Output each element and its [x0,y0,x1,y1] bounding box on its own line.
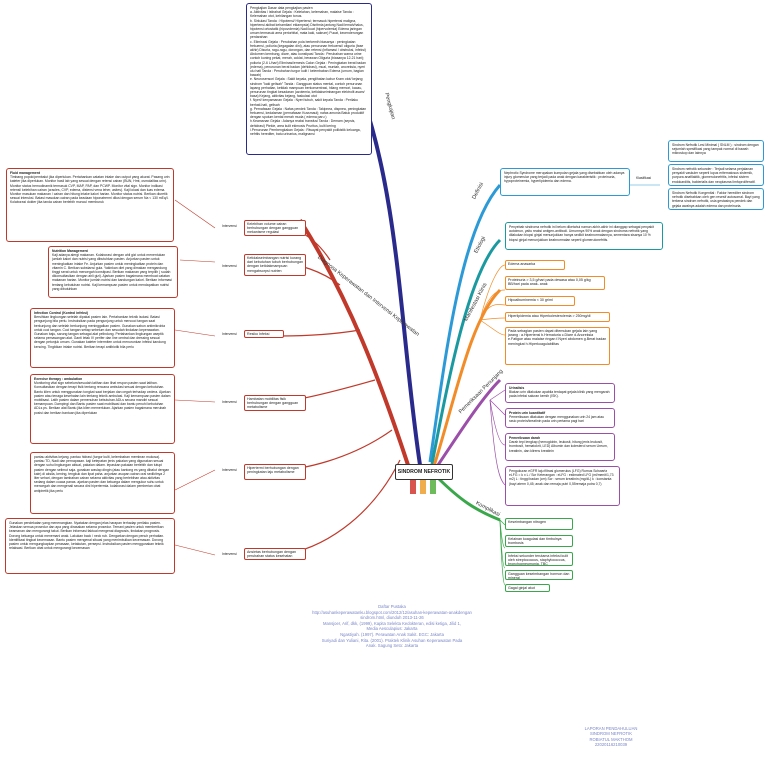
reference-line: Media Aesculapius: Jakarta [366,626,418,632]
branch-line-manifestasi [432,288,502,467]
credit-line: 22020116210039 [594,742,628,748]
diagnosa-label: Hambatan mobilitas fisik berhubungan den… [244,395,306,411]
etiologi-text: Penyebab sindroma nefrotik ini belum dik… [509,225,654,242]
manifestasi-item: Hipoalbuminemia < 30 gr/ml [505,296,575,306]
komplikasi-item: Keseimbangan nitrogen [505,518,573,530]
branch-line-etiologi [430,238,502,465]
pemeriksaan-connectors [489,389,506,486]
references-title: Daftar Pustaka [378,604,406,609]
intervensi-box-fluid: Fluid management Timbang popok/pembalut … [6,168,174,242]
center-stripe [430,478,436,494]
klasifikasi-label: Klasifikasi [636,176,652,180]
intervensi-box-infection: Infection Control (Kontrol infeksi) Bers… [30,308,175,368]
center-stripe [420,478,426,494]
manifestasi-item: Pada sebagian pasien dapat ditemukan gej… [505,327,610,365]
pengkajian-box: Pengkajian Dasar data pengkajian pasien … [246,3,372,155]
pengkajian-line: i.Penurunan Pembengkakan Gejala : Riwaya… [250,127,361,137]
intervensi-label: Intervensi [222,552,237,556]
intervensi-label: Intervensi [222,332,237,336]
intervensi-connectors [174,199,216,556]
pengkajian-line: h.Keamanan Gejala : Adanya reaksi transf… [250,119,356,128]
branch-line-komplikasi [434,474,501,522]
komplikasi-item: Kelainan koagulasi dan timbulnya trombos… [505,535,573,547]
pengkajian-line: g. Pernafasan Gejala : Nafas pendek Tand… [250,106,367,120]
manifestasi-item: Hiperlipidemia atau Hiperkolesterolemia … [505,312,610,322]
komplikasi-item: Gangguan keseimbangan hormon dan mineral [505,570,573,580]
komplikasi-item: Gagal ginjal akut [505,584,550,592]
komplikasi-connectors [499,519,506,586]
center-node[interactable]: SINDROM NEFROTIK [395,464,453,480]
credit-line: SINDROM NEFROTIK [589,731,633,737]
klasifikasi-item: Sindrom nefrotik sekunder : Terjadi sela… [668,164,764,186]
intervensi-box-hipertermi: pantau aktivitas kejang. pantau hidrasi … [30,452,175,514]
komplikasi-item: Infeksi sekunder terutama infeksi kulit … [505,552,573,566]
reference-line[interactable]: http://asuhankeperawatanku.blogspot.com/… [312,609,472,615]
intervensi-label: Intervensi [222,224,237,228]
intervensi-label: Intervensi [222,264,237,268]
pemeriksaan-item: Protein urin kuantitatif Pemeriksaan dil… [505,408,615,428]
center-stripe [410,478,416,494]
reference-line: Suriyadi dan Yuliani, Rita. (2001). Prak… [321,637,463,643]
intervensi-label: Intervensi [222,400,237,404]
manifestasi-connectors [479,264,506,336]
branch-line-diagnosa [298,218,410,466]
intervensi-box-ansietas: Gunakan pendekatan yang menenangkan. Nya… [5,518,175,574]
pengkajian-line: b. Sirkulasi Tanda : Hipotensi/ Hiperten… [250,18,364,40]
definisi-box: Nephrotic Syndrome merupakan kumpulan ge… [500,168,630,196]
pengkajian-line: Pengkajian Dasar data pengkajian pasien [250,6,313,10]
pemeriksaan-item: Pemeriksaan darah Darah tepi lengkap (he… [505,433,615,461]
diagnosa-label: Kelebihan volume cairan berhubungan deng… [244,220,306,236]
reference-line: Anak. Sagung Seto: Jakarta [365,643,419,649]
intervensi-box-nutrition: Nutrition Management Kaji adanya alergi … [48,246,178,298]
reference-line: Mansjoer, Arif, dkk, (1999), Kapita Sele… [322,620,462,626]
intervensi-box-exercise: Exercise therapy : ambulation Monitoring… [30,374,175,444]
credit-line: ROBIATUL MAKTHOM [589,736,633,742]
reference-line: sindrom.html, diunduh 2013-11-26 [360,615,424,621]
pengkajian-line: f. Nyeri/ kenyamanan Gejala : Nyeri tubu… [250,98,358,107]
klasifikasi-item: Sindrom Nefrotik Kongenital : Faktor her… [668,188,764,210]
etiologi-box: Penyebab sindroma nefrotik ini belum dik… [505,222,663,250]
branch-line-definisi [428,184,502,463]
credits: LAPORAN PENDAHULUAN SINDROM NEFROTIK ROB… [566,726,656,748]
credit-line: LAPORAN PENDAHULUAN [584,726,638,731]
intervensi-label: Intervensi [222,468,237,472]
reference-line: Ngastiyah. (1997). Perawatan Anak Sakit.… [340,631,444,637]
branch-line-pemeriksaan [434,378,502,469]
pengkajian-line: c. Eliminasi Gejala : Perubahan pola ber… [250,39,366,78]
diagnosa-label: Resiko Infeksi [244,330,284,338]
pengkajian-line: e. Neurosensori Gejala : Sakit kepala, p… [250,77,365,99]
klasifikasi-item: Sindrom Nefrotik Lesi Minimal ( SNLM ) :… [668,140,764,162]
pengkajian-line: a. Aktivitas / istirahat Gejala : Kelela… [250,10,354,19]
diagnosa-label: Ansietas berhubungan dengan perubahan st… [244,548,306,560]
diagnosa-label: Hipertermi berhubungan dengan peningkata… [244,464,306,480]
references: Daftar Pustaka http://asuhankeperawatank… [292,604,492,649]
manifestasi-item: Edema anasarka [505,260,565,270]
pemeriksaan-item: Pengukuran eGFR laju filtrasi glomerulus… [505,466,620,506]
pemeriksaan-item: Urinalisis Biakan urin dilakukan apabila… [505,383,615,403]
definisi-text: Nephrotic Syndrome merupakan kumpulan ge… [504,171,625,184]
manifestasi-item: Proteinuria > 3,5 g/hari pada dewasa ata… [505,276,605,290]
diagnosa-label: Ketidakseimbangan nutrisi kurang dari ke… [244,254,306,276]
